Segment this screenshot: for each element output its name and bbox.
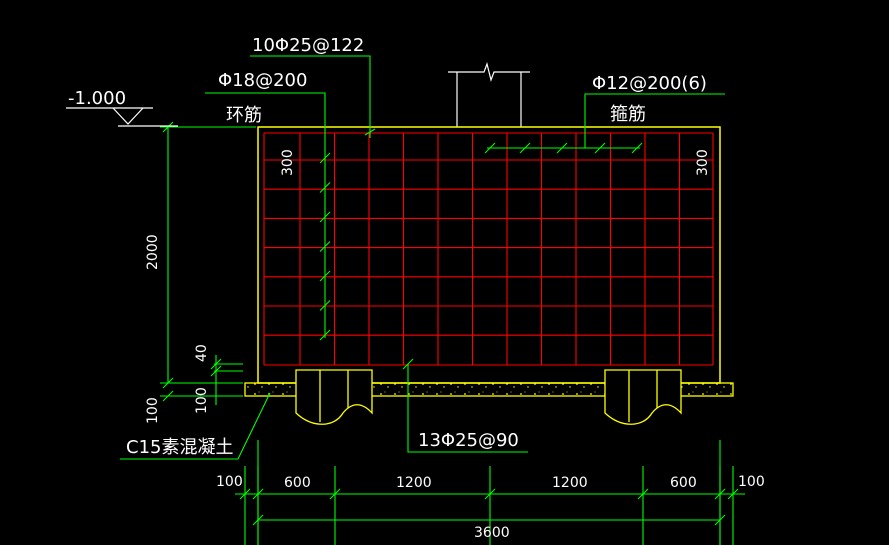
ring-bar-tick [319,241,331,252]
dim-seg-4: 1200 [552,475,588,491]
dim-seg-3: 1200 [396,475,432,491]
stirrups-name: 箍筋 [610,104,646,125]
dim-tick [727,488,739,500]
dim-tick [637,488,649,500]
rebar-grid [263,132,714,366]
pile-right [604,369,682,425]
dim-tick [484,488,496,500]
dim-total: 3600 [474,525,510,541]
break-line-icon [448,61,530,83]
bottom-bar-tick [402,358,414,370]
dim-seg-6: 100 [738,474,765,490]
ring-bars-name: 环筋 [226,105,262,126]
ring-bar-tick [319,211,331,223]
elevation-symbol-icon [66,107,178,127]
stirrup-tick [594,142,606,154]
top-bars-label: 10Φ25@122 [252,35,364,56]
dim-total-tick [252,514,264,526]
dim-seg-1: 100 [216,474,243,490]
leader-lines [120,55,725,460]
blinding-label: C15素混凝土 [126,437,233,458]
dim-tick [239,488,251,500]
height-dim-label: 2000 [145,234,161,270]
ring-bar-tick [319,329,331,341]
bottom-bars-label: 13Φ25@90 [418,430,519,451]
dim-seg-2: 600 [284,475,311,491]
elevation-label: -1.000 [68,88,126,109]
pile-left [295,369,373,425]
dim-seg-5: 600 [670,475,697,491]
dim-tick [329,488,341,500]
cover-left-label: 300 [280,149,296,176]
column-stub [448,61,530,127]
ring-bar-tick [319,152,331,164]
ring-bars-label: Φ18@200 [218,70,307,91]
stirrup-tick [556,142,568,154]
stirrup-tick [484,142,496,154]
ring-bar-tick [319,182,331,193]
leader-ticks [319,142,643,370]
ring-bar-tick [319,300,331,311]
stirrup-tick [519,142,531,154]
blinding-dim-left-label: 100 [145,397,161,424]
bottom-dimension-chain [235,440,745,545]
stirrups-label: Φ12@200(6) [592,73,707,94]
cover-right-label: 300 [695,149,711,176]
ring-bar-tick [319,270,331,282]
stirrup-tick [631,142,643,154]
foundation-outline [257,126,721,384]
gap-dim-label: 40 [194,344,210,362]
dim-total-tick [714,514,726,526]
blinding-dim-right-label: 100 [194,387,210,414]
